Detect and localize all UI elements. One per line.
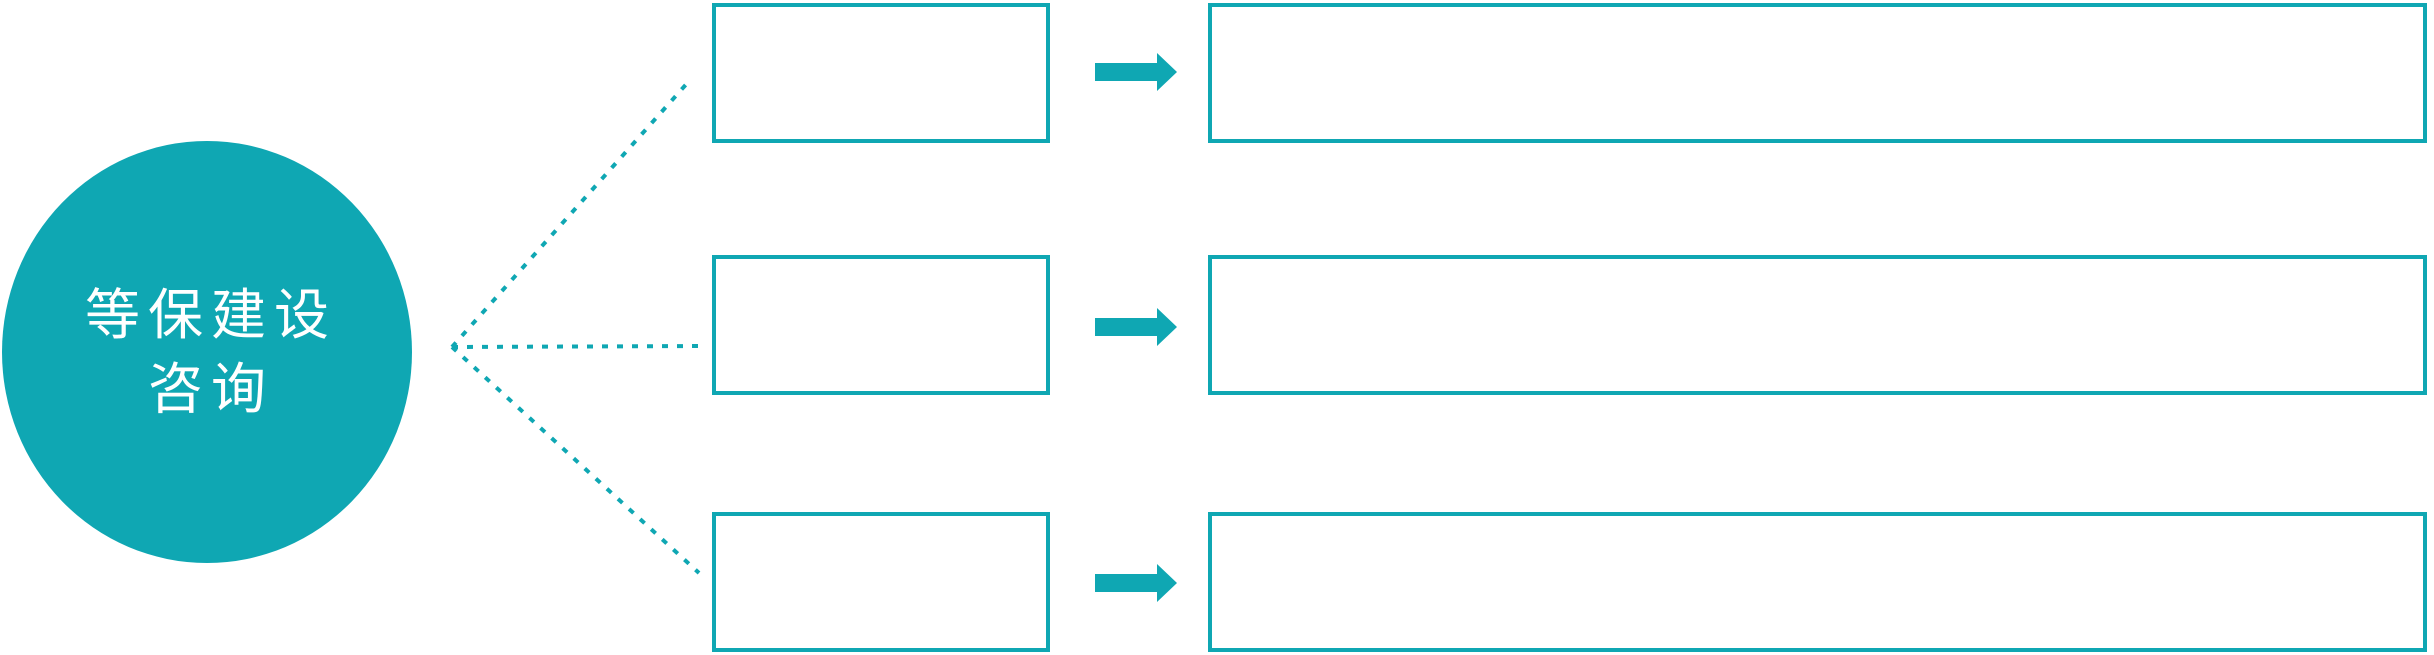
option-box-row1 — [712, 3, 1050, 143]
dotted-connector-top — [450, 78, 692, 349]
right-arrow-icon-row1 — [1095, 53, 1177, 91]
detail-box-row1 — [1208, 3, 2427, 143]
option-box-row3 — [712, 512, 1050, 652]
topic-circle: 等保建设 咨询 — [2, 141, 412, 563]
dotted-connector-middle — [451, 344, 704, 349]
topic-label-line1: 等保建设 — [84, 284, 337, 346]
detail-box-row3 — [1208, 512, 2427, 652]
right-arrow-icon-row2 — [1095, 308, 1177, 346]
dotted-connector-bottom — [450, 345, 701, 575]
detail-box-row2 — [1208, 255, 2427, 395]
right-arrow-icon-row3 — [1095, 564, 1177, 602]
topic-label-line2: 咨询 — [147, 358, 274, 420]
option-box-row2 — [712, 255, 1050, 395]
